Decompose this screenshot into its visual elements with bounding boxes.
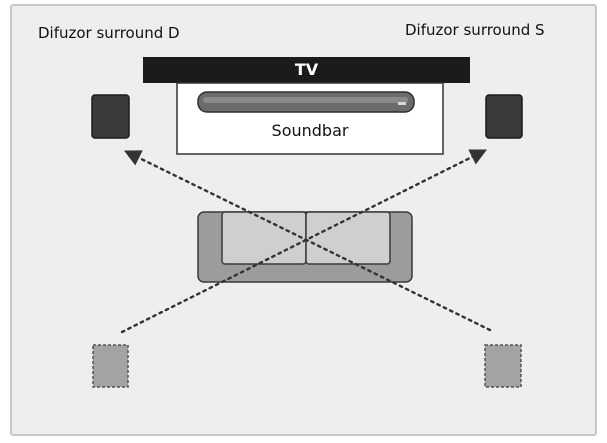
tv-bar	[143, 57, 470, 83]
speaker-box-icon	[92, 344, 129, 388]
soundbar-icon	[197, 91, 415, 113]
soundbar-label: Soundbar	[271, 121, 349, 140]
speaker-box-icon	[91, 94, 130, 139]
surround-right-label: Difuzor surround S	[405, 21, 545, 39]
dotted-arrow-icon	[123, 150, 492, 332]
speaker-box-icon	[484, 344, 522, 388]
surround-left-label: Difuzor surround D	[38, 24, 180, 42]
dotted-arrow-icon	[120, 149, 488, 334]
sofa-icon	[197, 211, 413, 283]
speaker-box-icon	[485, 94, 523, 139]
tv-label: TV	[294, 60, 319, 79]
